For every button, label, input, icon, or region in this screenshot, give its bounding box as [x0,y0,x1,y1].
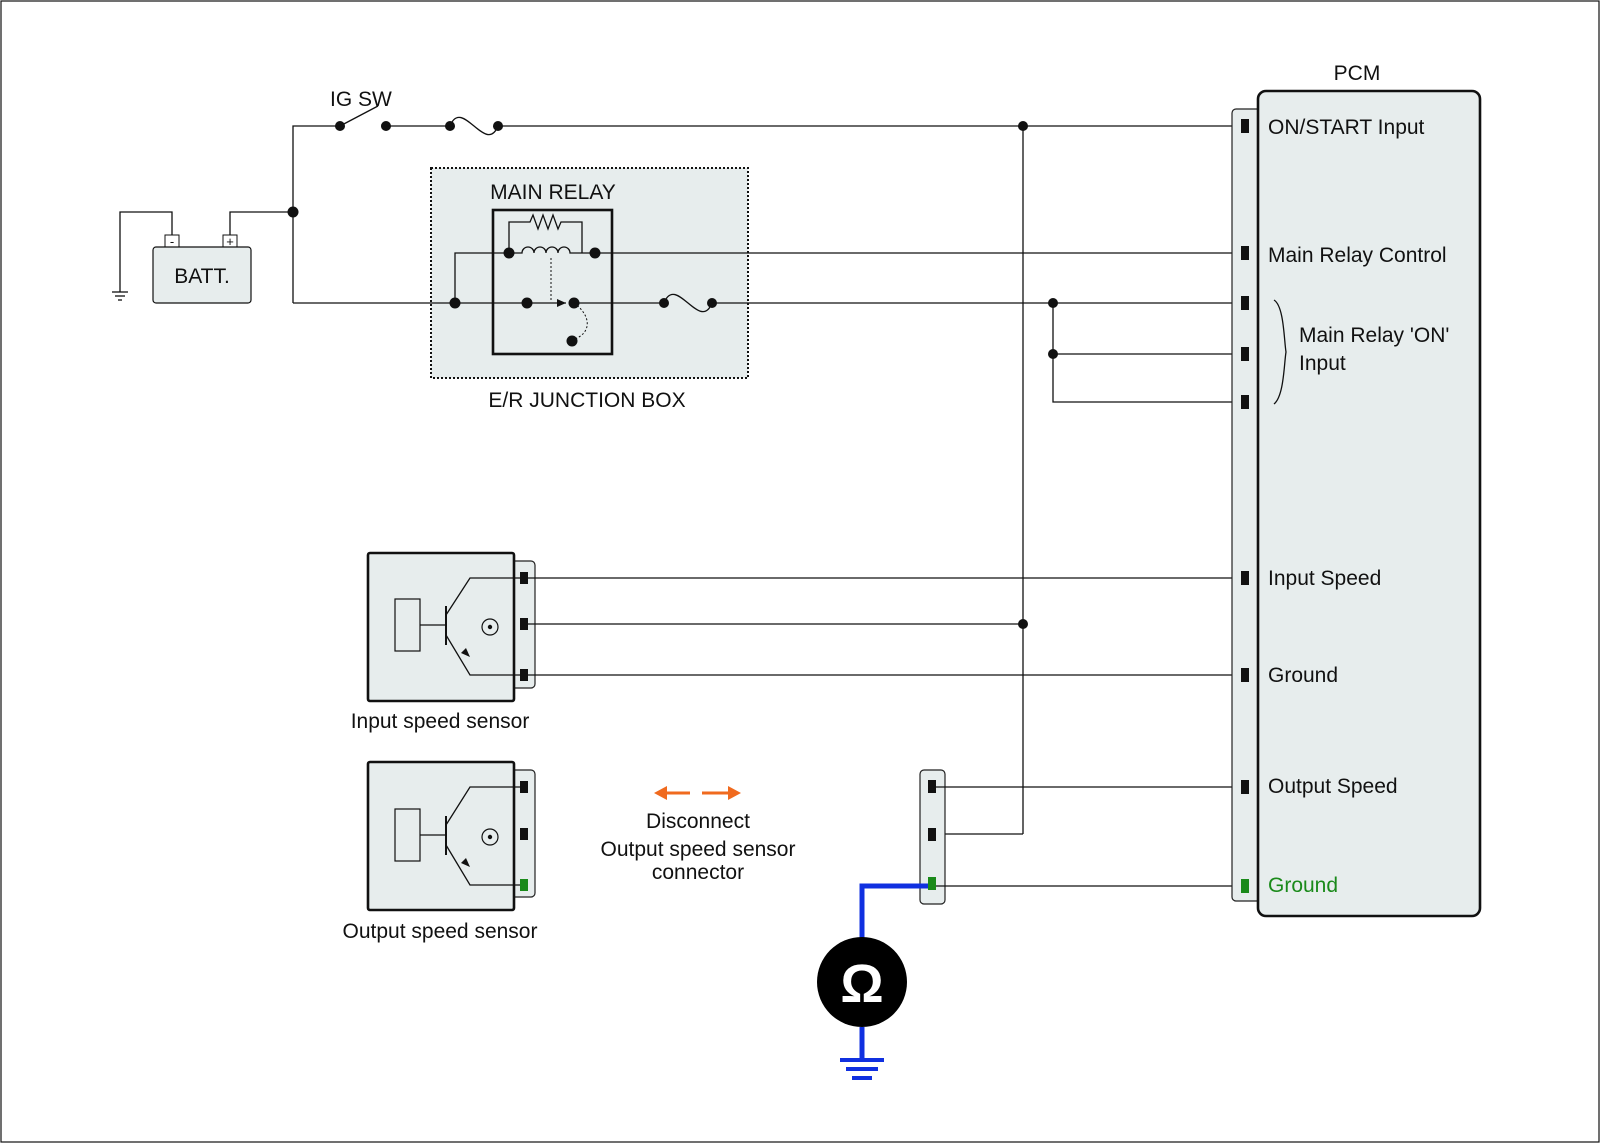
junction-box: E/R JUNCTION BOX MAIN RELAY [293,167,749,412]
pcm-pin-relay-on-2: Input [1299,352,1346,375]
output-sensor-label: Output speed sensor [343,920,538,943]
main-relay-label: MAIN RELAY [490,181,616,204]
ignition-switch: IG SW [287,88,1240,303]
pcm-pin-input-speed: Input Speed [1268,567,1381,590]
output-speed-sensor: Output speed sensor [343,760,538,943]
ohm-icon: Ω [840,954,883,1014]
ohmmeter: Ω [817,883,928,1080]
disconnect-text-3: connector [652,861,744,884]
pcm-pin-relay-control: Main Relay Control [1268,244,1447,267]
pcm-pin-output-speed: Output Speed [1268,775,1398,798]
pcm-pin-ground-2: Ground [1268,874,1338,897]
battery-pos-label: + [226,234,234,249]
battery-neg-label: - [170,234,174,249]
pcm-module: PCM ON/START Input Main Relay Control Ma… [1231,62,1482,918]
pcm-label: PCM [1334,62,1381,85]
ig-sw-label: IG SW [330,88,392,111]
pcm-pin-ground-1: Ground [1268,664,1338,687]
input-sensor-label: Input speed sensor [351,710,530,733]
pcm-pin-on-start: ON/START Input [1268,116,1425,139]
junction-box-label: E/R JUNCTION BOX [488,389,685,412]
battery-label: BATT. [174,265,230,288]
harness-connector [919,769,946,905]
battery: - + BATT. [112,211,293,304]
input-speed-sensor: Input speed sensor [351,551,536,733]
disconnect-text-2: Output speed sensor [601,838,796,861]
pcm-pin-relay-on-1: Main Relay 'ON' [1299,324,1449,347]
disconnect-text-1: Disconnect [646,810,750,833]
disconnect-indicator: Disconnect Output speed sensor connector [601,786,796,884]
